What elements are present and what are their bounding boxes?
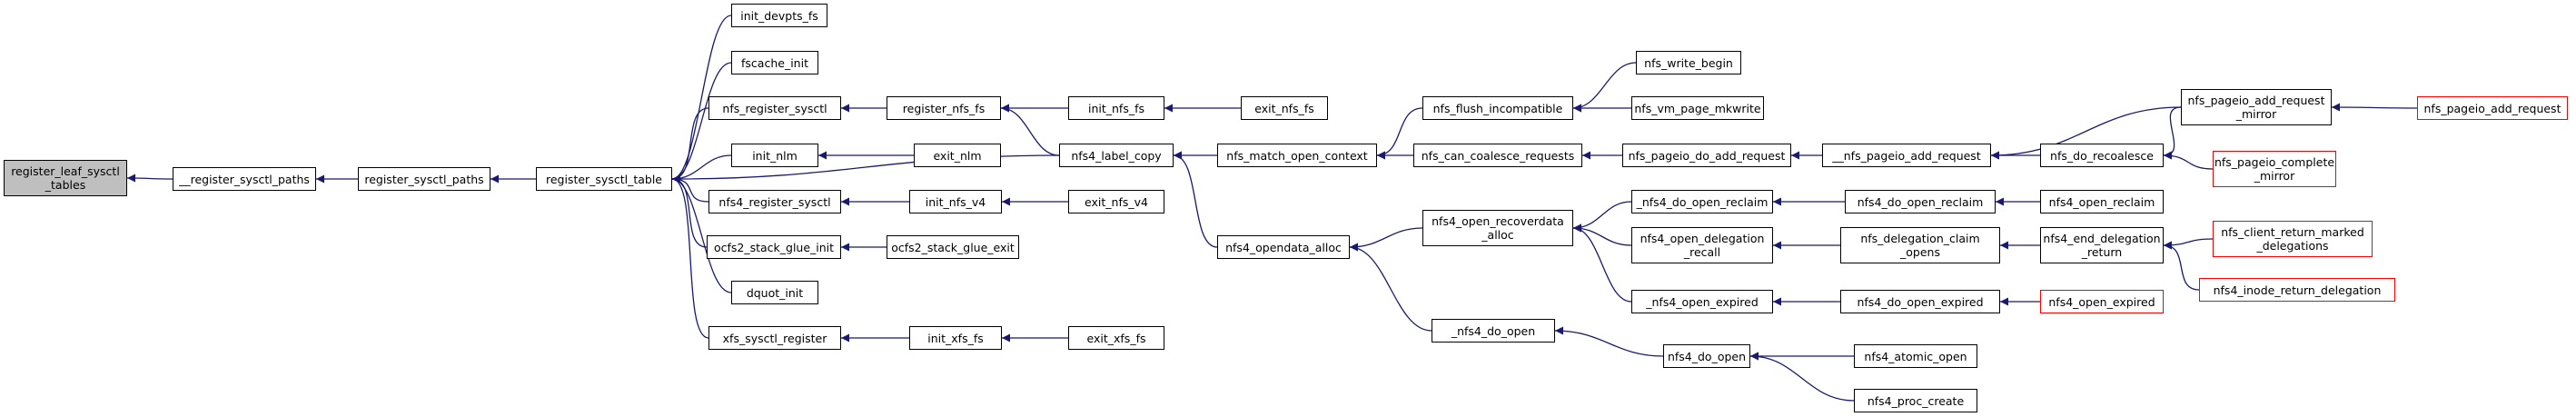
edge-nfs4-inode-return-delegation-to-nfs4-end-delegation-return bbox=[2163, 241, 2200, 291]
node-nfs4-do-open-reclaim[interactable]: _nfs4_do_open_reclaim bbox=[1631, 190, 1773, 213]
edge-register-sysctl-paths-to-register-leaf-sysctl-tables bbox=[126, 174, 173, 183]
edge-nfs-register-sysctl-to-register-sysctl-table bbox=[671, 107, 709, 184]
node-nfs-write-begin[interactable]: nfs_write_begin bbox=[1636, 51, 1741, 74]
edge-nfs4-do-open-to-nfs4-opendata-alloc bbox=[1349, 243, 1432, 332]
node-nfs-can-coalesce-requests[interactable]: nfs_can_coalesce_requests bbox=[1413, 144, 1582, 167]
node-nfs4-proc-create[interactable]: nfs4_proc_create bbox=[1854, 389, 1977, 412]
node-nfs4-opendata-alloc[interactable]: nfs4_opendata_alloc bbox=[1217, 235, 1350, 259]
node-exit-xfs-fs[interactable]: exit_xfs_fs bbox=[1068, 326, 1164, 350]
node-register-sysctl-paths[interactable]: __register_sysctl_paths bbox=[173, 167, 316, 191]
node-nfs-match-open-context[interactable]: nfs_match_open_context bbox=[1217, 144, 1377, 167]
node-nfs4-open-delegation-recall[interactable]: nfs4_open_delegation _recall bbox=[1631, 227, 1773, 263]
node-nfs-pageio-do-add-request[interactable]: nfs_pageio_do_add_request bbox=[1622, 144, 1791, 167]
node-nfs4-end-delegation-return[interactable]: nfs4_end_delegation _return bbox=[2040, 227, 2164, 263]
edge-nfs4-do-open-to-nfs4-do-open bbox=[1554, 326, 1664, 357]
edge-nfs-pageio-complete-mirror-to-nfs-do-recoalesce bbox=[2163, 151, 2214, 170]
node-fscache-init[interactable]: fscache_init bbox=[731, 51, 818, 74]
node-ocfs2-stack-glue-init[interactable]: ocfs2_stack_glue_init bbox=[707, 235, 841, 259]
node-nfs-client-return-marked-delegations[interactable]: nfs_client_return_marked _delegations bbox=[2213, 221, 2373, 257]
edge-init-devpts-fs-to-register-sysctl-table bbox=[671, 15, 732, 184]
edge-fscache-init-to-register-sysctl-table bbox=[671, 62, 732, 184]
edge-nfs-write-begin-to-nfs-flush-incompatible bbox=[1572, 62, 1637, 113]
node-nfs4-open-recoverdata-alloc[interactable]: nfs4_open_recoverdata _alloc bbox=[1422, 210, 1573, 246]
node-nfs4-open-expired[interactable]: _nfs4_open_expired bbox=[1631, 290, 1773, 313]
edge-nfs4-proc-create-to-nfs4-do-open bbox=[1749, 352, 1855, 402]
node-register-nfs-fs[interactable]: register_nfs_fs bbox=[887, 96, 1001, 120]
node-nfs4-register-sysctl[interactable]: nfs4_register_sysctl bbox=[708, 190, 841, 213]
node-nfs4-label-copy[interactable]: nfs4_label_copy bbox=[1059, 144, 1174, 167]
node-register-sysctl-paths[interactable]: register_sysctl_paths bbox=[358, 167, 490, 191]
node-nfs-register-sysctl[interactable]: nfs_register_sysctl bbox=[708, 96, 841, 120]
edge-xfs-sysctl-register-to-register-sysctl-table bbox=[671, 174, 709, 339]
node-nfs-flush-incompatible[interactable]: nfs_flush_incompatible bbox=[1422, 96, 1573, 120]
node-nfs-delegation-claim-opens[interactable]: nfs_delegation_claim _opens bbox=[1840, 227, 2000, 263]
edge-nfs4-label-copy-to-register-nfs-fs bbox=[1000, 104, 1060, 156]
node-nfs4-inode-return-delegation[interactable]: nfs4_inode_return_delegation bbox=[2199, 278, 2395, 302]
node-nfs-do-recoalesce[interactable]: nfs_do_recoalesce bbox=[2040, 144, 2164, 167]
edge-nfs4-open-recoverdata-alloc-to-nfs4-opendata-alloc bbox=[1349, 227, 1423, 252]
edge-nfs4-do-open-reclaim-to-nfs4-open-recoverdata-alloc bbox=[1572, 201, 1632, 233]
node-dquot-init[interactable]: dquot_init bbox=[731, 281, 818, 304]
node-nfs4-do-open[interactable]: _nfs4_do_open bbox=[1432, 319, 1555, 343]
node-init-nfs-fs[interactable]: init_nfs_fs bbox=[1068, 96, 1164, 120]
node-exit-nfs-v4[interactable]: exit_nfs_v4 bbox=[1068, 190, 1164, 213]
node-nfs4-do-open-reclaim[interactable]: nfs4_do_open_reclaim bbox=[1845, 190, 1996, 213]
node-register-leaf-sysctl-tables: register_leaf_sysctl _tables bbox=[4, 160, 127, 196]
node-ocfs2-stack-glue-exit[interactable]: ocfs2_stack_glue_exit bbox=[887, 235, 1019, 259]
edge-nfs-client-return-marked-delegations-to-nfs4-end-delegation-return bbox=[2163, 238, 2214, 250]
node-init-devpts-fs[interactable]: init_devpts_fs bbox=[731, 4, 827, 27]
node-exit-nlm[interactable]: exit_nlm bbox=[914, 144, 1001, 167]
node-nfs4-atomic-open[interactable]: nfs4_atomic_open bbox=[1854, 344, 1977, 368]
edge-nfs4-opendata-alloc-to-nfs4-label-copy bbox=[1173, 151, 1218, 248]
edge-dquot-init-to-register-sysctl-table bbox=[671, 174, 732, 293]
node-init-nfs-v4[interactable]: init_nfs_v4 bbox=[909, 190, 1002, 213]
node-nfs-vm-page-mkwrite[interactable]: nfs_vm_page_mkwrite bbox=[1631, 96, 1764, 120]
edge-nfs-pageio-add-request-to-nfs-pageio-add-request-mirror bbox=[2331, 103, 2418, 112]
node-nfs4-open-expired[interactable]: nfs4_open_expired bbox=[2040, 290, 2164, 313]
node-nfs4-do-open-expired[interactable]: nfs4_do_open_expired bbox=[1840, 290, 2000, 313]
node-register-sysctl-table[interactable]: register_sysctl_table bbox=[536, 167, 672, 191]
node-init-nlm[interactable]: init_nlm bbox=[731, 144, 818, 167]
node-nfs4-do-open[interactable]: nfs4_do_open bbox=[1663, 344, 1750, 368]
node-nfs-pageio-add-request-mirror[interactable]: nfs_pageio_add_request _mirror bbox=[2181, 89, 2332, 125]
node-xfs-sysctl-register[interactable]: xfs_sysctl_register bbox=[708, 326, 841, 350]
edge-nfs4-label-copy-to-register-sysctl-table bbox=[671, 154, 1060, 184]
node-exit-nfs-fs[interactable]: exit_nfs_fs bbox=[1241, 96, 1328, 120]
node-nfs-pageio-add-request[interactable]: __nfs_pageio_add_request bbox=[1822, 144, 1991, 167]
edge-nfs-pageio-add-request-mirror-to-nfs-pageio-add-request bbox=[1990, 106, 2182, 160]
edge-nfs4-open-expired-to-nfs4-open-recoverdata-alloc bbox=[1572, 223, 1632, 303]
node-nfs-pageio-add-request[interactable]: nfs_pageio_add_request bbox=[2417, 96, 2568, 120]
node-nfs-pageio-complete-mirror[interactable]: nfs_pageio_complete _mirror bbox=[2213, 151, 2336, 187]
node-init-xfs-fs[interactable]: init_xfs_fs bbox=[909, 326, 1002, 350]
node-nfs4-open-reclaim[interactable]: nfs4_open_reclaim bbox=[2040, 190, 2164, 213]
edge-nfs-pageio-add-request-mirror-to-nfs-do-recoalesce bbox=[2163, 106, 2182, 160]
